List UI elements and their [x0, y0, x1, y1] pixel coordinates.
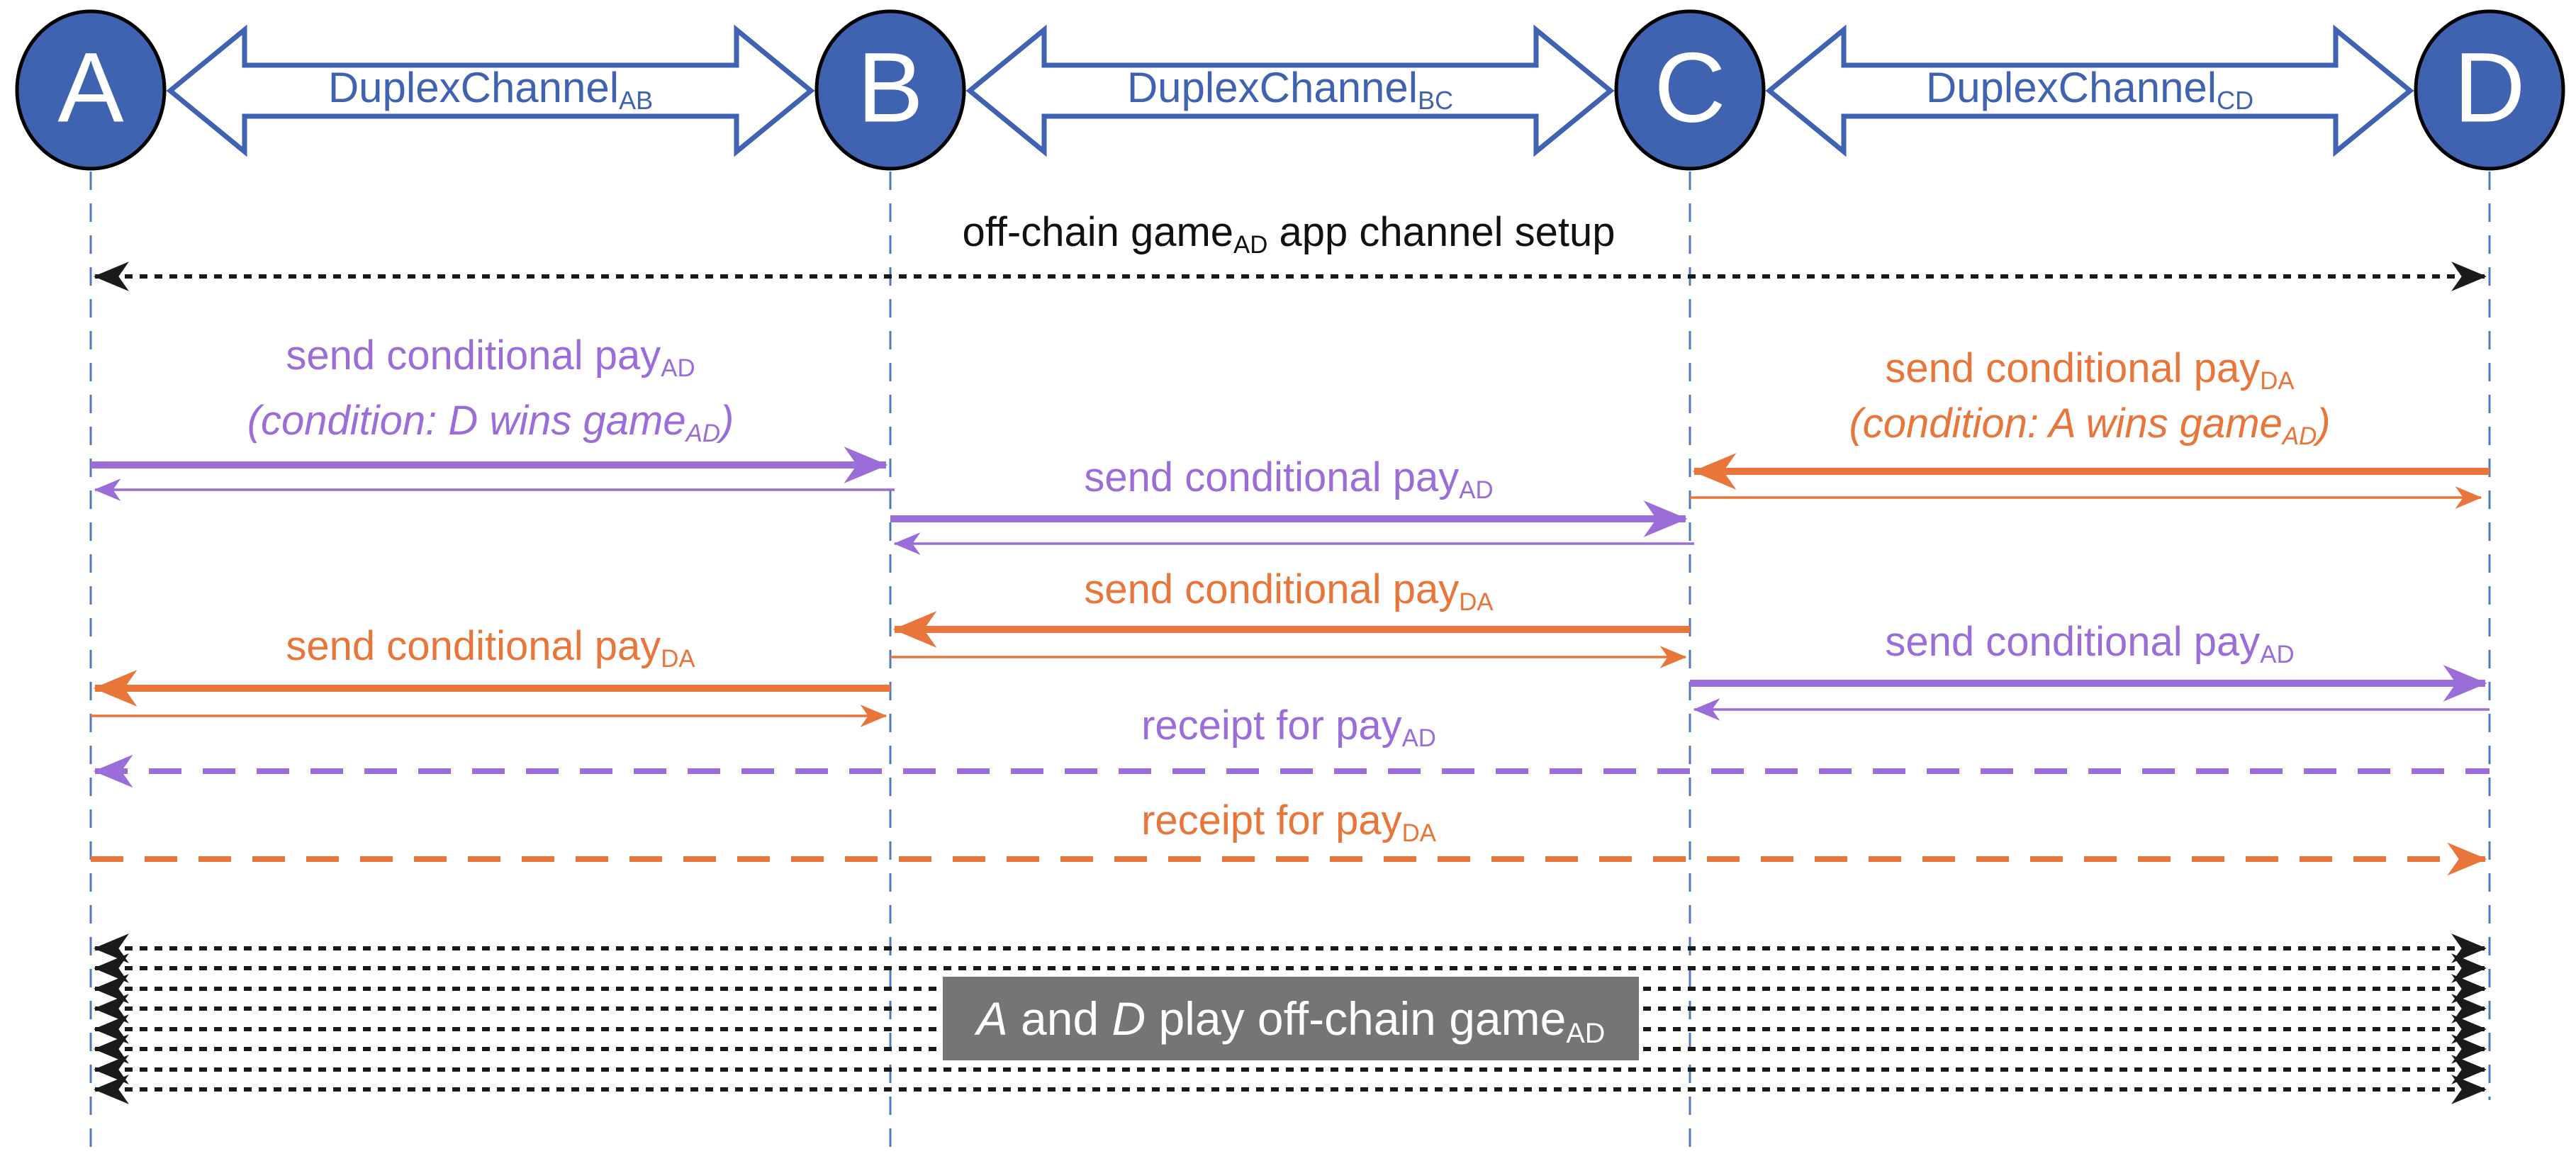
- label-text: receipt for pay: [1141, 702, 1402, 749]
- channel-sub: AB: [619, 86, 654, 116]
- setup-label-sub: AD: [1233, 230, 1268, 259]
- label-sub: AD: [1401, 724, 1436, 752]
- label-text: (condition: D wins game: [247, 398, 686, 444]
- cond-pay-ad-left-line2: (condition: D wins gameAD): [247, 398, 734, 447]
- label-text: ): [719, 398, 734, 444]
- label-sub: DA: [661, 644, 695, 673]
- setup-label-text: off-chain game: [962, 209, 1234, 256]
- label-sub: AD: [2260, 640, 2295, 668]
- cond-pay-da-left-label: send conditional payDA: [286, 623, 695, 671]
- node-a-label: A: [57, 31, 124, 143]
- game-play-box-text: A and D play off-chain gameAD: [976, 992, 1606, 1048]
- duplex-channel-ab-arrow: [166, 24, 815, 157]
- label-text: and: [1007, 992, 1112, 1045]
- label-text: send conditional pay: [1885, 345, 2261, 392]
- label-text: send conditional pay: [286, 623, 661, 670]
- node-c-circle: [1614, 9, 1766, 171]
- node-b-circle: [814, 9, 966, 171]
- node-d-circle: [2414, 9, 2565, 171]
- channel-name: DuplexChannel: [327, 64, 620, 111]
- label-text: send conditional pay: [1885, 619, 2261, 666]
- cond-pay-ad-left-line1: send conditional payAD: [286, 332, 695, 381]
- channel-name: DuplexChannel: [1126, 64, 1418, 111]
- cond-pay-da-right-line2: (condition: A wins gameAD): [1849, 400, 2331, 450]
- label-sub: DA: [1459, 588, 1494, 616]
- label-sub: AD: [685, 419, 720, 447]
- label-text: play off-chain game: [1146, 992, 1567, 1045]
- setup-label-text: app channel setup: [1267, 209, 1615, 256]
- duplex-channel-cd-arrow: [1765, 24, 2414, 157]
- label-sub: AD: [1566, 1018, 1606, 1050]
- duplex-channel-ab-label: DuplexChannelAB: [327, 64, 653, 113]
- channel-name: DuplexChannel: [1925, 64, 2217, 111]
- channel-sub: CD: [2217, 86, 2254, 116]
- label-text: send conditional pay: [1084, 454, 1460, 501]
- receipt-da-label: receipt for payDA: [1141, 797, 1436, 846]
- cond-pay-da-right-line1: send conditional payDA: [1885, 345, 2294, 393]
- label-text: ): [2317, 400, 2331, 447]
- label-sub: DA: [1401, 819, 1436, 847]
- label-text: D: [1111, 992, 1146, 1045]
- setup-label: off-chain gameAD app channel setup: [962, 209, 1615, 257]
- label-sub: AD: [1459, 476, 1494, 504]
- label-text: A: [976, 992, 1008, 1045]
- duplex-channel-cd-label: DuplexChannelCD: [1925, 64, 2253, 113]
- label-text: send conditional pay: [1084, 566, 1460, 613]
- cond-pay-ad-mid-label: send conditional payAD: [1084, 454, 1493, 503]
- label-text: (condition: A wins game: [1849, 400, 2283, 447]
- channel-sub: BC: [1418, 86, 1454, 116]
- node-b-label: B: [857, 31, 924, 143]
- duplex-channel-bc-arrow: [965, 24, 1615, 157]
- node-d-label: D: [2453, 31, 2526, 143]
- node-c-label: C: [1654, 31, 1726, 143]
- cond-pay-ad-right-label: send conditional payAD: [1885, 619, 2295, 668]
- node-a-circle: [15, 9, 167, 171]
- receipt-ad-label: receipt for payAD: [1141, 702, 1436, 751]
- cond-pay-da-mid-label: send conditional payDA: [1084, 566, 1493, 615]
- label-sub: AD: [661, 354, 695, 382]
- game-play-box: A and D play off-chain gameAD: [943, 977, 1639, 1060]
- label-text: receipt for pay: [1141, 797, 1402, 844]
- label-text: send conditional pay: [286, 332, 661, 379]
- label-sub: AD: [2282, 422, 2317, 450]
- duplex-channel-bc-label: DuplexChannelBC: [1126, 64, 1453, 113]
- label-sub: DA: [2260, 366, 2295, 395]
